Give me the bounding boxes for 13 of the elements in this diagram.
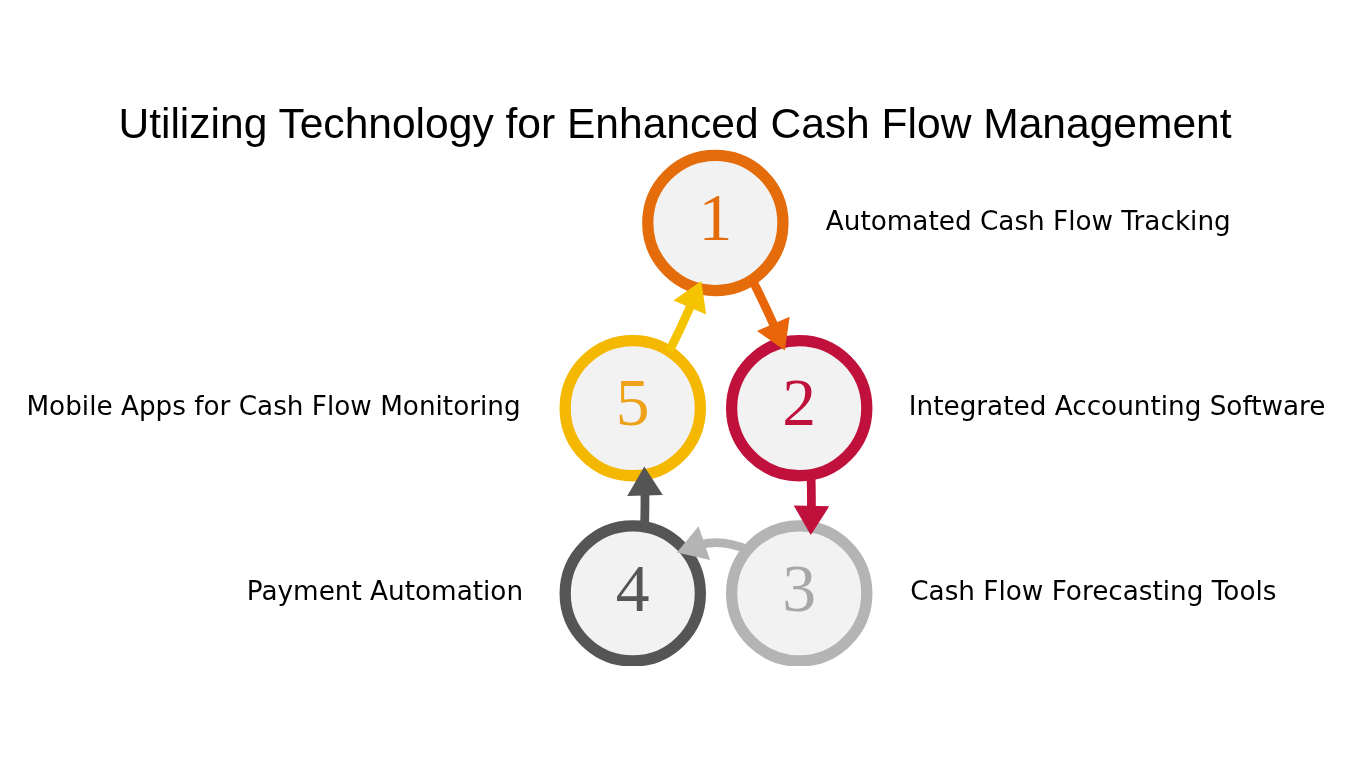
arrow xyxy=(665,280,707,353)
node-label: Mobile Apps for Cash Flow Monitoring xyxy=(26,390,521,421)
arrow xyxy=(748,277,790,350)
node-circle: 1 xyxy=(642,149,789,296)
node-label: Payment Automation xyxy=(246,575,524,606)
node-circle: 2 xyxy=(726,334,873,481)
node-circle: 3 xyxy=(726,519,873,666)
node-label: Integrated Accounting Software xyxy=(908,390,1326,421)
node-label: Automated Cash Flow Tracking xyxy=(825,205,1231,236)
diagram-title: Utilizing Technology for Enhanced Cash Flow Management xyxy=(118,98,1232,147)
node-circle: 5 xyxy=(559,334,706,481)
node-circle: 4 xyxy=(559,519,706,666)
node-label: Cash Flow Forecasting Tools xyxy=(910,575,1277,606)
